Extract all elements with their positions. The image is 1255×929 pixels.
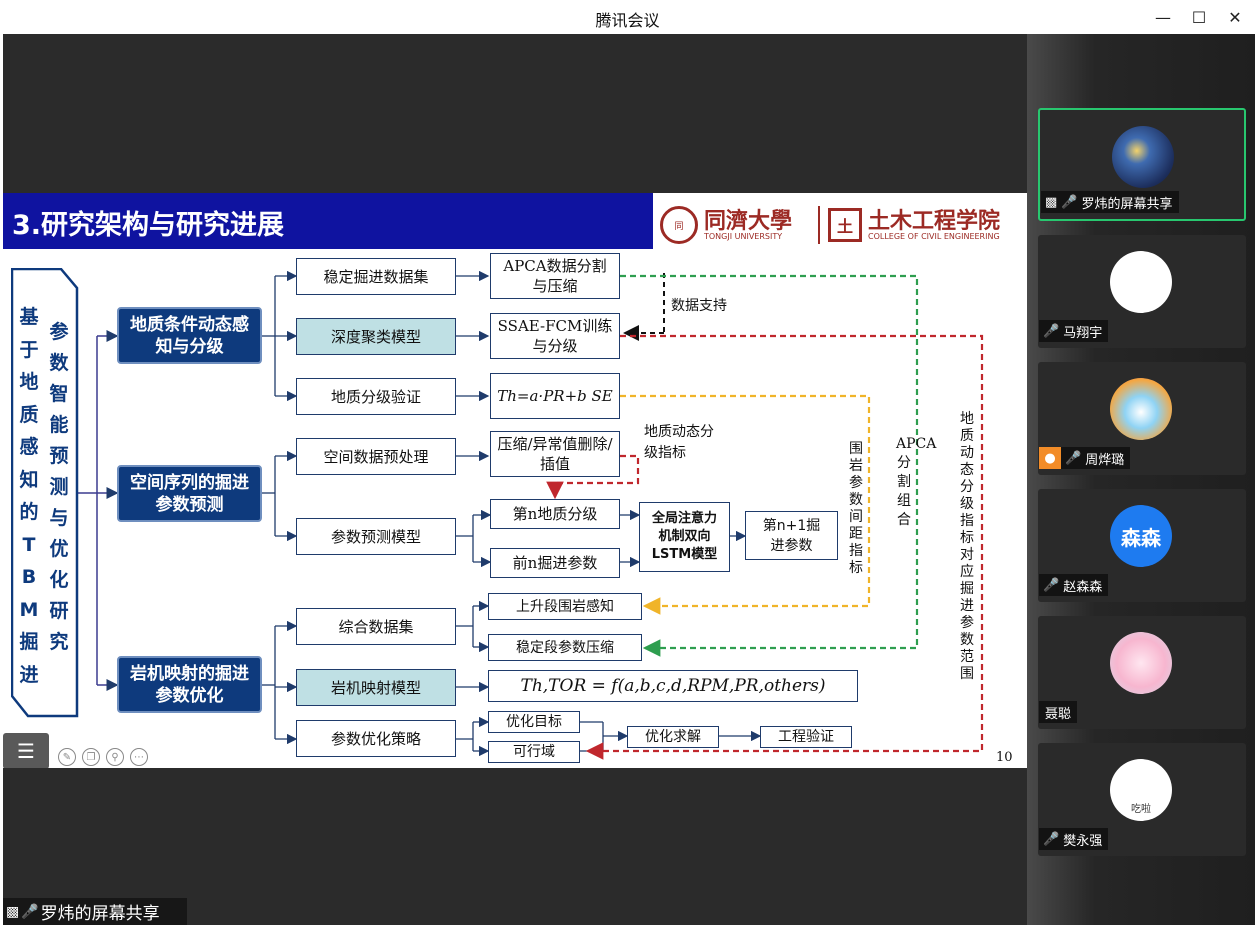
avatar [1110,251,1172,313]
participant-name: 聂聪 [1045,706,1072,722]
mic-muted-icon: 🎤 [1043,577,1060,593]
box-opt-solve: 优化求解 [627,726,719,748]
box-stable-compress: 稳定段参数压缩 [488,634,642,661]
tongji-logo: 同 同濟大學 TONGJI UNIVERSITY [660,203,792,247]
logo-divider [818,206,820,244]
mic-on-icon: 🎤 [21,903,39,920]
slide-heading-bar: 3.研究架构与研究进展 [3,193,653,249]
title-bar: 腾讯会议 — ☐ ✕ [0,0,1255,34]
participant-namebar: ● 🎤 周烨璐 [1039,447,1131,469]
participant-tile[interactable]: 🎤 马翔宇 [1038,235,1246,348]
box-next-param: 第n+1掘进参数 [745,511,838,560]
note-rock-param: 围岩参数间距指标 [849,441,863,576]
left-title-frame [11,268,79,718]
box-rock-machine-model: 岩机映射模型 [296,669,456,706]
box-apca: APCA数据分割与压缩 [490,253,620,299]
participant-namebar: 🎤 樊永强 [1039,828,1109,850]
box-prediction-model: 参数预测模型 [296,518,456,555]
close-button[interactable]: ✕ [1228,7,1242,27]
participant-namebar: 聂聪 [1039,701,1078,723]
screen-share-icon: ▩ [6,903,20,920]
avatar [1110,378,1172,440]
tongji-name-cn: 同濟大學 [704,207,793,234]
college-name-en: COLLEGE OF CIVIL ENGINEERING [868,231,1000,241]
copy-icon[interactable]: ❐ [82,748,100,766]
share-label: 罗炜的屏幕共享 [40,904,160,924]
college-name-cn: 土木工程学院 [868,207,1001,234]
module-parameter-optimization: 岩机映射的掘进参数优化 [117,656,262,713]
annotate-icon[interactable]: ✎ [58,748,76,766]
participant-name: 周烨璐 [1085,452,1125,468]
participant-tile[interactable]: ● 🎤 周烨璐 [1038,362,1246,475]
left-title-col2: 参数智能预测与优化研究 [49,321,69,653]
participant-name: 马翔宇 [1063,325,1103,341]
box-compress-clean: 压缩/异常值删除/插值 [490,431,620,477]
box-opt-goal: 优化目标 [488,711,580,733]
box-optimization-strategy: 参数优化策略 [296,720,456,757]
box-ssae-fcm: SSAE-FCM训练与分级 [490,313,620,359]
box-geo-validation: 地质分级验证 [296,378,456,415]
share-status-bar: ▩ 🎤 罗炜的屏幕共享 [3,898,187,925]
box-feasible-region: 可行域 [488,741,580,763]
box-stable-dataset: 稳定掘进数据集 [296,258,456,295]
mic-muted-icon: 🎤 [1043,831,1060,847]
box-rise-section: 上升段围岩感知 [488,593,642,620]
box-eng-verify: 工程验证 [760,726,852,748]
avatar [1112,126,1174,188]
connector-lines [77,270,984,760]
avatar: 吃啦 [1110,759,1172,821]
screen-share-icon: ▩ [1045,194,1058,210]
college-logo: 土 土木工程学院 COLLEGE OF CIVIL ENGINEERING [828,203,1000,247]
participant-name: 赵森森 [1063,579,1103,595]
box-nth-geology: 第n地质分级 [490,499,620,529]
participant-namebar: 🎤 赵森森 [1039,574,1109,596]
participant-tile[interactable]: ▩ 🎤 罗炜的屏幕共享 [1038,108,1246,221]
participant-namebar: ▩ 🎤 罗炜的屏幕共享 [1041,191,1179,213]
window-title: 腾讯会议 [595,11,660,30]
module-parameter-prediction: 空间序列的掘进参数预测 [117,465,262,522]
participant-name: 罗炜的屏幕共享 [1081,196,1173,212]
more-icon[interactable]: ⋯ [130,748,148,766]
participant-namebar: 🎤 马翔宇 [1039,320,1109,342]
user-icon: ● [1039,447,1061,469]
note-geo-index: 地质动态分级指标 [644,424,714,461]
participant-tile[interactable]: 聂聪 [1038,616,1246,729]
avatar: 森森 [1110,505,1172,567]
box-integrated-dataset: 综合数据集 [296,608,456,645]
college-emblem-icon: 土 [828,208,862,242]
maximize-button[interactable]: ☐ [1191,7,1207,27]
shared-slide: 3.研究架构与研究进展 同 同濟大學 TONGJI UNIVERSITY 土 土… [3,193,1027,768]
box-spatial-preprocess: 空间数据预处理 [296,438,456,475]
note-apca-combo: APCA分割组合 [896,436,937,528]
slide-menu-icon[interactable]: ☰ [3,733,49,768]
participant-tile[interactable]: 吃啦 🎤 樊永强 [1038,743,1246,856]
box-deep-clustering: 深度聚类模型 [296,318,456,355]
note-data-support: 数据支持 [671,298,727,314]
mic-muted-icon: 🎤 [1065,450,1082,466]
mic-muted-icon: 🎤 [1043,323,1060,339]
note-geo-range: 地质动态分级指标对应掘进参数范围 [960,411,974,682]
tongji-seal-icon: 同 [660,206,698,244]
avatar [1110,632,1172,694]
participant-tile[interactable]: 森森 🎤 赵森森 [1038,489,1246,602]
box-lstm-model: 全局注意力机制双向LSTM模型 [639,502,730,572]
zoom-icon[interactable]: ⚲ [106,748,124,766]
slide-heading: 3.研究架构与研究进展 [12,210,285,241]
minimize-button[interactable]: — [1155,7,1171,27]
mic-on-icon: 🎤 [1061,194,1078,210]
box-formula-mapping: Th,TOR = f(a,b,c,d,RPM,PR,others) [488,670,858,702]
box-formula-th: Th=a·PR+b SE [490,373,620,419]
tongji-name-en: TONGJI UNIVERSITY [704,231,783,241]
box-prev-n-params: 前n掘进参数 [490,548,620,578]
page-number: 10 [996,750,1013,765]
participant-name: 樊永强 [1063,833,1103,849]
module-geology-perception: 地质条件动态感知与分级 [117,307,262,364]
